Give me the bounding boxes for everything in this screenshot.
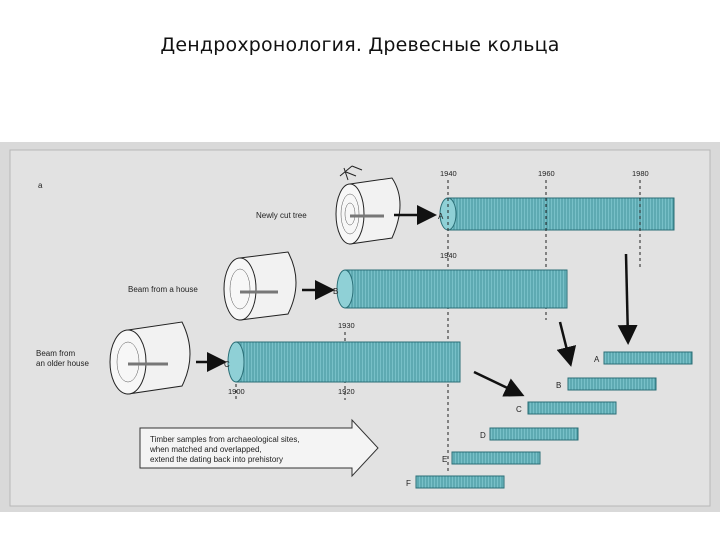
letter-c-main: C xyxy=(224,360,230,369)
letter-a-main: A xyxy=(438,212,444,221)
sample-bar-a xyxy=(439,197,675,231)
year-1960: 1960 xyxy=(538,169,555,178)
year-1940-top: 1940 xyxy=(440,169,457,178)
year-1900: 1900 xyxy=(228,387,245,396)
stair-bar-d xyxy=(489,427,579,441)
year-1940-mid: 1940 xyxy=(440,251,457,260)
slide-title: Дендрохронология. Древесные кольца xyxy=(160,34,560,56)
beam-house-log xyxy=(223,251,297,321)
stair-bar-b xyxy=(567,377,657,391)
sample-bar-c xyxy=(227,341,461,383)
label-beam-house: Beam from a house xyxy=(128,285,198,294)
letter-b-main: B xyxy=(333,287,338,296)
callout-arrow-box xyxy=(139,418,379,478)
year-1930: 1930 xyxy=(338,321,355,330)
arrow-b-down xyxy=(556,321,577,367)
letter-e-stair: E xyxy=(442,455,447,464)
letter-a-stair: A xyxy=(594,355,600,364)
stair-bar-a xyxy=(603,351,693,365)
letter-c-stair: C xyxy=(516,405,522,414)
branch-sprig-icon xyxy=(339,165,363,181)
panel-marker: a xyxy=(38,181,43,190)
year-1980: 1980 xyxy=(632,169,649,178)
year-1920: 1920 xyxy=(338,387,355,396)
callout-line-1: Timber samples from archaeological sites… xyxy=(150,435,300,444)
older-beam-log xyxy=(109,321,191,395)
stair-bar-e xyxy=(451,451,541,465)
figure-canvas: a Newly cut tree A 1940 1960 1980 Beam f… xyxy=(0,142,720,512)
sample-bar-b xyxy=(336,269,568,309)
dendrochronology-figure: a Newly cut tree A 1940 1960 1980 Beam f… xyxy=(0,142,720,512)
letter-d-stair: D xyxy=(480,431,486,440)
stair-bar-f xyxy=(415,475,505,489)
stair-bar-c xyxy=(527,401,617,415)
label-older-beam-2: an older house xyxy=(36,359,89,368)
newly-cut-tree-log xyxy=(335,177,401,245)
label-newly-cut-tree: Newly cut tree xyxy=(256,211,307,220)
letter-f-stair: F xyxy=(406,479,411,488)
callout-line-2: when matched and overlapped, xyxy=(149,445,262,454)
letter-b-stair: B xyxy=(556,381,561,390)
label-older-beam-1: Beam from xyxy=(36,349,75,358)
arrow-c-down xyxy=(473,370,525,397)
callout-line-3: extend the dating back into prehistory xyxy=(150,455,283,464)
arrow-1980-down xyxy=(617,253,638,345)
